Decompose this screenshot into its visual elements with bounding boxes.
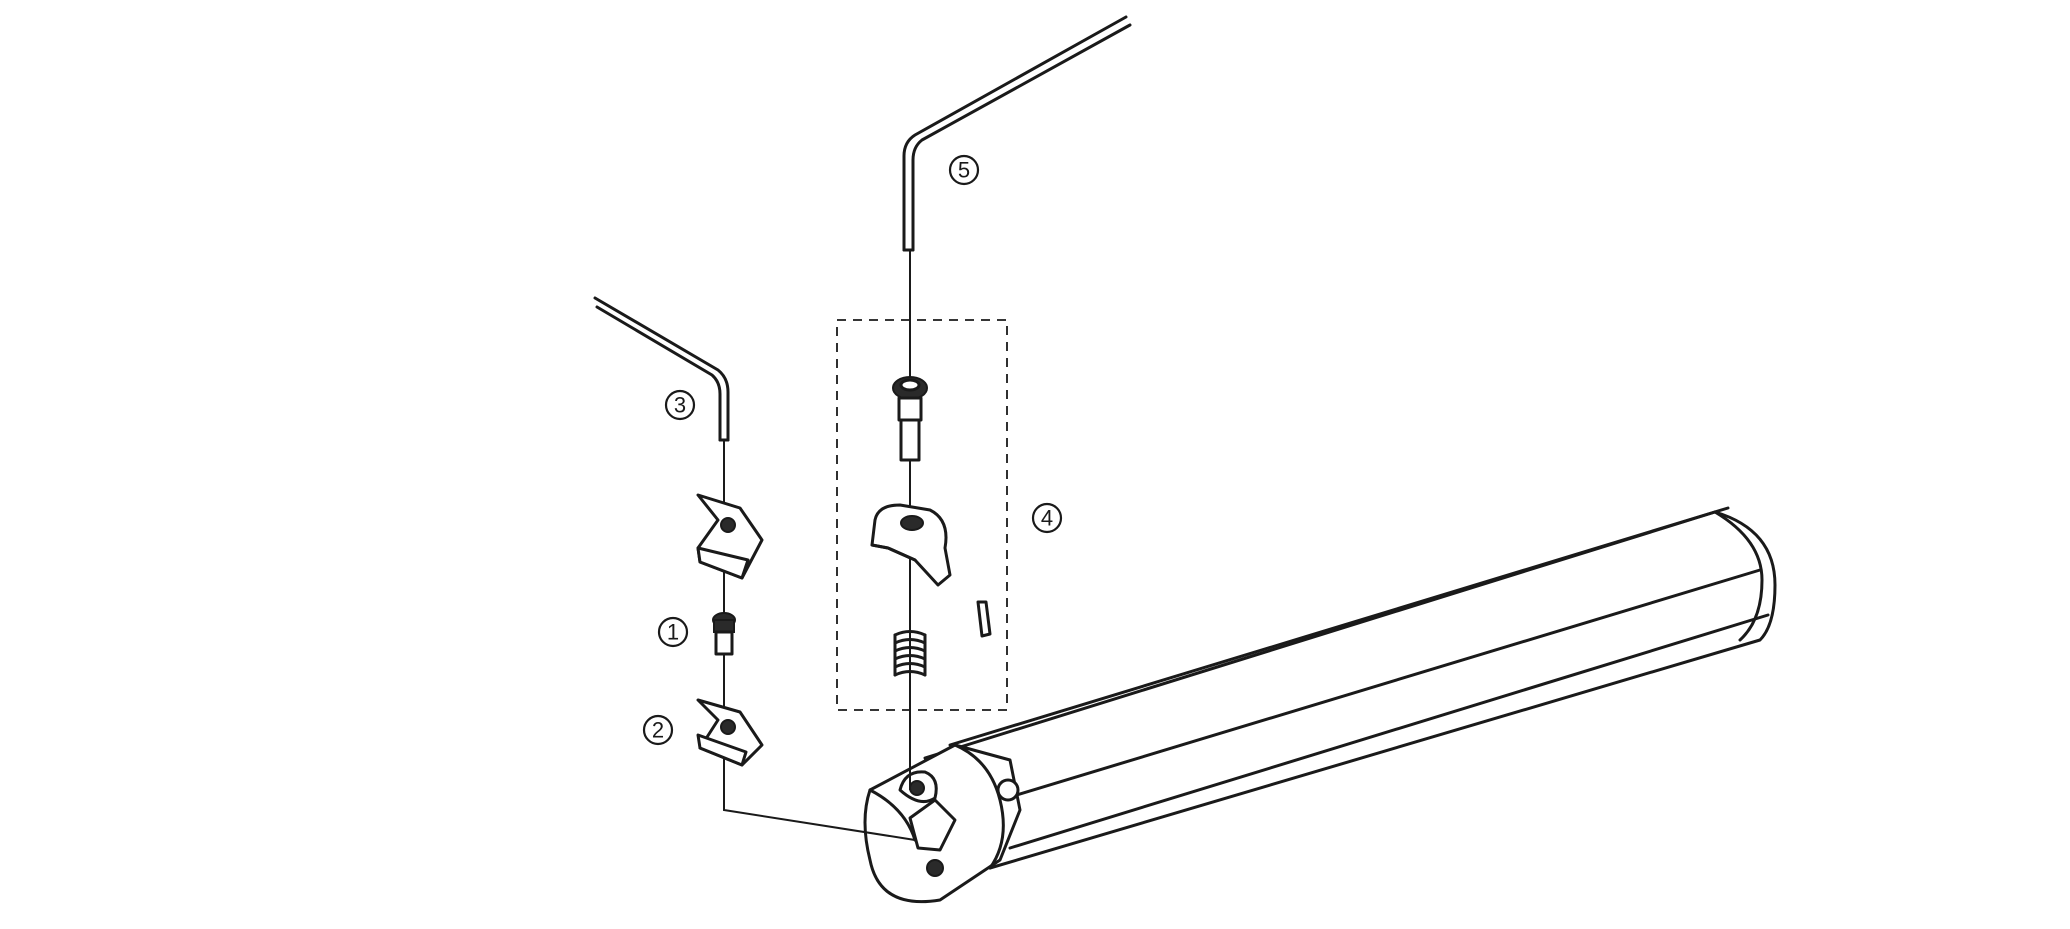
callout-4: 4 — [1031, 502, 1063, 534]
kit-outline — [836, 319, 1008, 711]
hex-key-small — [593, 296, 730, 442]
callout-5: 5 — [948, 154, 980, 186]
callout-5-label: 5 — [958, 158, 970, 183]
screw-small — [712, 612, 736, 656]
insert-upper — [696, 493, 764, 580]
boring-bar — [863, 506, 1777, 904]
left-assembly — [593, 296, 916, 841]
hex-key-large — [902, 15, 1128, 252]
callout-1: 1 — [657, 616, 689, 648]
clamp — [870, 503, 952, 587]
right-assembly — [836, 15, 1132, 790]
callout-2: 2 — [642, 714, 674, 746]
insert-lower — [696, 698, 764, 767]
callout-3-label: 3 — [674, 393, 686, 418]
callout-2-label: 2 — [652, 718, 664, 743]
callout-4-label: 4 — [1041, 506, 1053, 531]
pin — [976, 600, 992, 638]
callout-3: 3 — [664, 389, 696, 421]
callout-1-label: 1 — [667, 620, 679, 645]
spring — [893, 630, 927, 677]
clamp-screw — [892, 376, 928, 462]
